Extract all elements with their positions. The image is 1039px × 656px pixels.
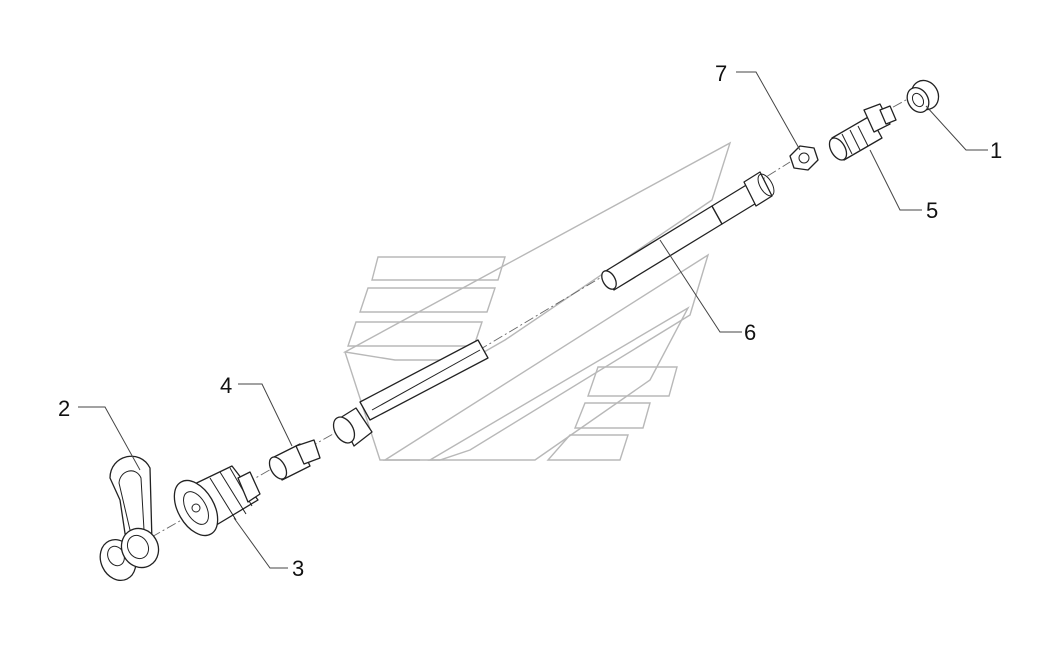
part-hose-assembly	[332, 171, 775, 447]
callout-3: 3	[292, 556, 304, 581]
leader-4	[238, 383, 293, 447]
part-quick-coupler	[173, 465, 261, 537]
callout-5: 5	[926, 198, 938, 223]
leader-3	[233, 517, 288, 569]
part-hex-nut	[789, 145, 819, 171]
part-union-nut	[906, 79, 940, 113]
leader-lines	[78, 71, 988, 569]
part-bulkhead-fitting	[828, 103, 897, 161]
leader-7	[736, 71, 801, 151]
part-adapter-nipple	[268, 439, 321, 481]
callout-labels: 1 2 3 4 5 6 7	[58, 61, 1002, 581]
leader-6	[659, 239, 742, 333]
callout-4: 4	[220, 373, 232, 398]
callout-1: 1	[990, 138, 1002, 163]
part-dust-cap	[99, 455, 160, 581]
leader-2	[78, 406, 141, 471]
callout-7: 7	[715, 61, 727, 86]
callout-6: 6	[744, 320, 756, 345]
background-watermark-logo	[342, 141, 732, 461]
leader-5	[869, 149, 922, 211]
leader-1	[925, 105, 988, 151]
callout-2: 2	[58, 396, 70, 421]
